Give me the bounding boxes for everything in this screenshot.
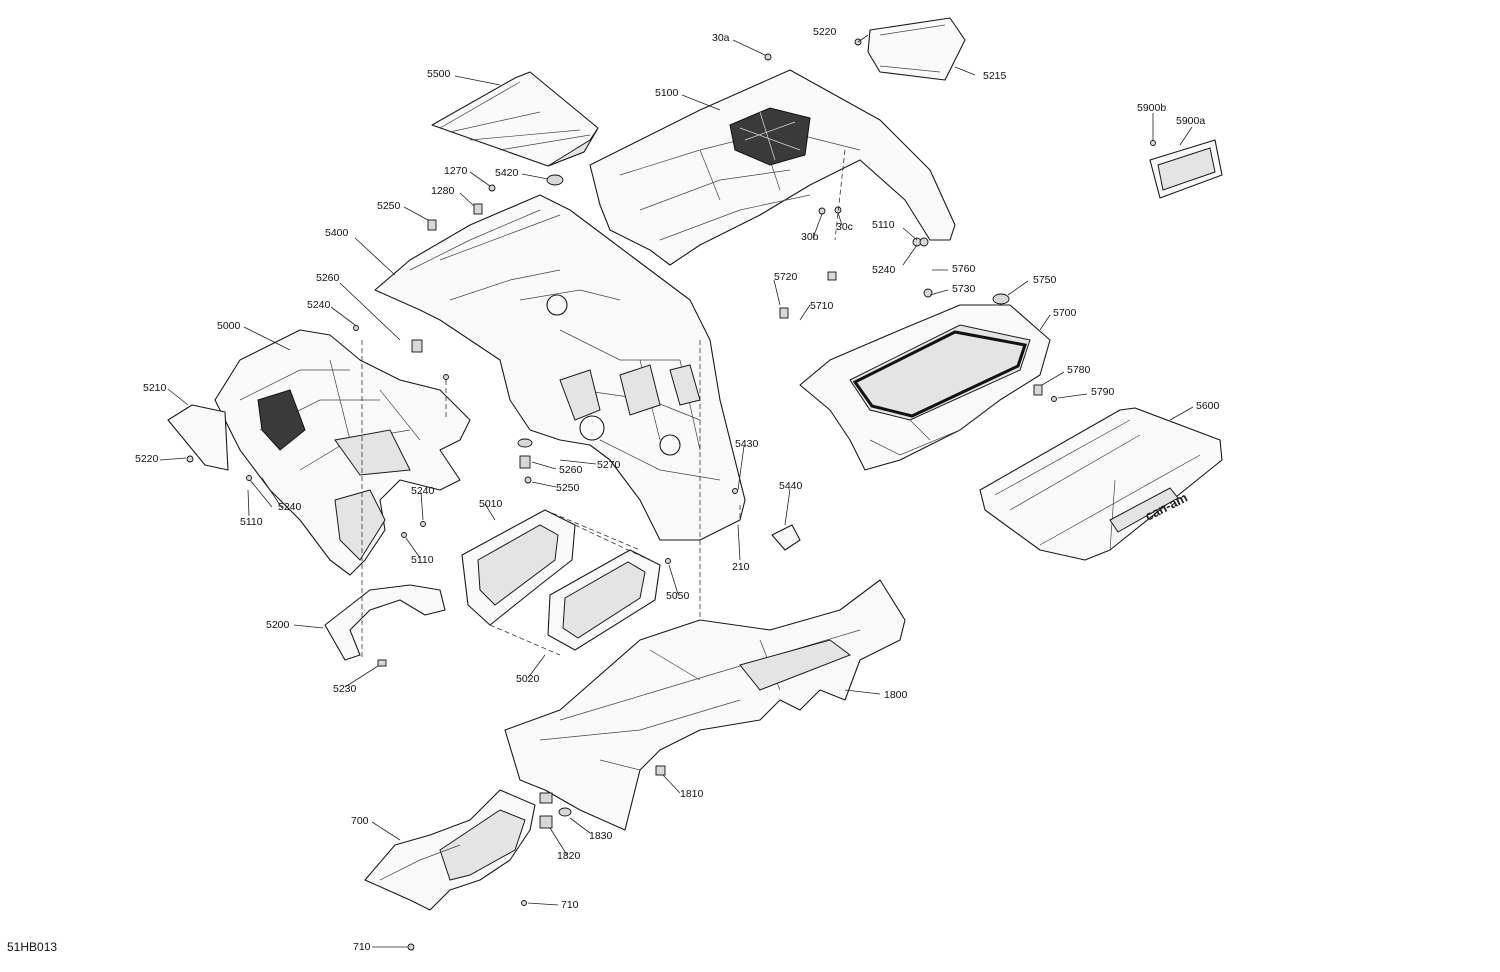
callout-5260: 5260: [316, 272, 340, 284]
callout-5270: 5270: [597, 459, 621, 471]
callout-5260: 5260: [559, 464, 583, 476]
part-1800-floor: [504, 579, 906, 831]
part-5210-panel: [167, 404, 229, 471]
part-5200-handle: [324, 584, 446, 661]
part-5600-cover: [979, 407, 1223, 561]
part-5000-fender: [214, 329, 471, 576]
callout-700: 700: [351, 815, 369, 827]
callout-710: 710: [561, 899, 579, 911]
callout-5250: 5250: [556, 482, 580, 494]
callout-5900a: 5900a: [1176, 115, 1206, 127]
callout-5210: 5210: [143, 382, 167, 394]
callout-5700: 5700: [1053, 307, 1077, 319]
callout-5230: 5230: [333, 683, 357, 695]
part-5500-cover: [431, 71, 599, 167]
callout-5200: 5200: [266, 619, 290, 631]
leader-lines: [159, 34, 1194, 948]
callout-1270: 1270: [444, 165, 468, 177]
callout-5240: 5240: [278, 501, 302, 513]
callout-5400: 5400: [325, 227, 349, 239]
callout-5250: 5250: [377, 200, 401, 212]
callout-5020: 5020: [516, 673, 540, 685]
part-5020-bezel: [489, 509, 661, 656]
callout-1820: 1820: [557, 850, 581, 862]
assembly-lines: [361, 149, 846, 660]
callout-5420: 5420: [495, 167, 519, 179]
callout-30a: 30a: [712, 32, 730, 44]
callout-5500: 5500: [427, 68, 451, 80]
callout-5215: 5215: [983, 70, 1007, 82]
callout-5750: 5750: [1033, 274, 1057, 286]
callout-30c: 30c: [836, 221, 853, 233]
callout-210: 210: [732, 561, 750, 573]
hardware: [186, 38, 1156, 951]
part-700-skidplate: [364, 789, 536, 911]
callout-1800: 1800: [884, 689, 908, 701]
callout-1810: 1810: [680, 788, 704, 800]
part-5010-housing: [461, 509, 576, 626]
part-5215-panel: [867, 17, 966, 81]
callout-5110: 5110: [240, 516, 263, 528]
callout-5100: 5100: [655, 87, 679, 99]
callout-5710: 5710: [810, 300, 834, 312]
callout-30b: 30b: [801, 231, 819, 243]
callout-5900b: 5900b: [1137, 102, 1167, 114]
callout-5730: 5730: [952, 283, 976, 295]
part-5100-panel: [589, 69, 956, 266]
callout-1830: 1830: [589, 830, 613, 842]
callout-5440: 5440: [779, 480, 803, 492]
callout-5220: 5220: [813, 26, 837, 38]
callout-5760: 5760: [952, 263, 976, 275]
part-5700-box: [799, 304, 1051, 471]
callout-5240: 5240: [872, 264, 896, 276]
callout-5000: 5000: [217, 320, 241, 332]
callout-1280: 1280: [431, 185, 455, 197]
callout-5430: 5430: [735, 438, 759, 450]
callout-5050: 5050: [666, 590, 690, 602]
callout-5110: 5110: [411, 554, 434, 566]
callout-5220: 5220: [135, 453, 159, 465]
callout-5240: 5240: [307, 299, 331, 311]
callout-5720: 5720: [774, 271, 798, 283]
callout-5780: 5780: [1067, 364, 1091, 376]
diagram-code: 51HB013: [7, 940, 58, 954]
callout-5600: 5600: [1196, 400, 1220, 412]
callout-710: 710: [353, 941, 371, 953]
callout-5110: 5110: [872, 219, 895, 231]
callout-5240: 5240: [411, 485, 435, 497]
callout-5010: 5010: [479, 498, 503, 510]
part-5900a-reflector: [1149, 139, 1223, 199]
callout-5790: 5790: [1091, 386, 1115, 398]
